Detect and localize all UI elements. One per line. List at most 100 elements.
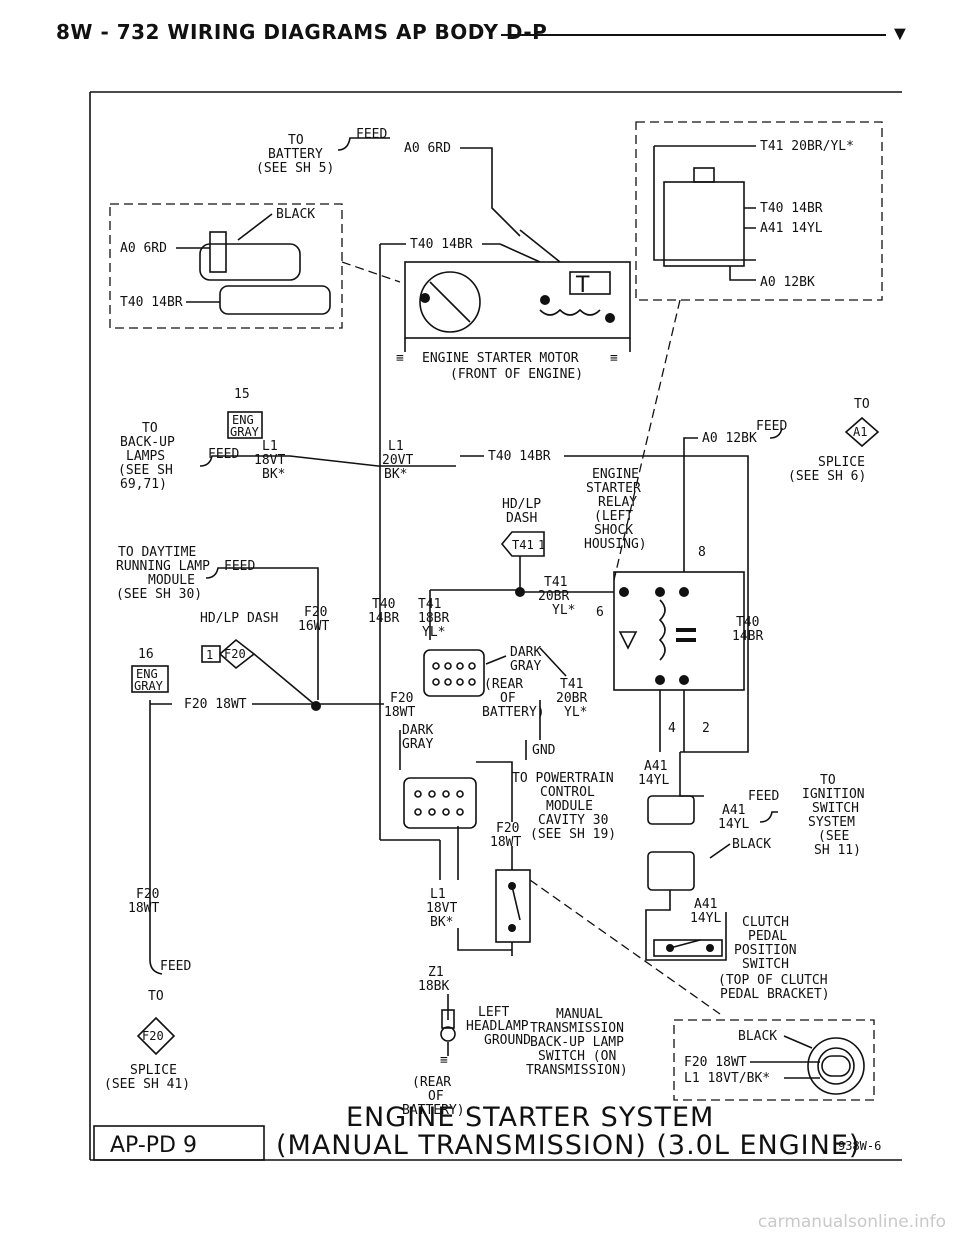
pcm-connector: DARK GRAY GND A41 14YL TO POWERTRAIN CON… [380,723,669,850]
label-n15: 15 [234,387,250,402]
label-ign-3: SWITCH [812,801,859,816]
label-hdlp-dash-1: HD/LP [502,497,541,512]
label-relay-6: HOUSING) [584,537,647,552]
svg-text:≡: ≡ [396,351,404,366]
label-hl-gnd-2: HEADLAMP [466,1019,529,1034]
label-f20-conn: F20 [224,647,246,661]
label-t41-20br-b1: T41 [560,677,583,692]
label-ign-5: (SEE [818,829,849,844]
label-eng-gray-b1: ENG [136,667,158,681]
label-splice-a1-2: (SEE SH 6) [788,469,866,484]
page-header: 8W - 732 WIRING DIAGRAMS AP BODY D-P ▼ [56,14,910,54]
header-rule [501,34,886,36]
label-motor-2: (FRONT OF ENGINE) [450,367,583,382]
splice-f20: FEED TO F20 SPLICE (SEE SH 41) [104,910,191,1092]
label-a41-14yl-2: 14YL [638,773,669,788]
label-t41-20br: T41 20BR/YL* [760,139,854,154]
label-a0-12bk-feed: A0 12BK [702,431,757,446]
label-t40-14br-r: T40 14BR [760,201,823,216]
label-a0-6rd-left: A0 6RD [120,241,167,256]
label-gnd: GND [532,743,556,758]
label-clutch-6: PEDAL BRACKET) [720,987,830,1002]
label-rear-bat-b1: (REAR [412,1075,451,1090]
label-n1-f20: 1 [206,648,213,662]
label-eng-gray-a2: GRAY [230,425,260,439]
label-f20-18wt-h: F20 18WT [184,697,247,712]
label-to-battery-3: (SEE SH 5) [256,161,334,176]
label-clutch-1: CLUTCH [742,915,789,930]
label-rear-bat-b2: OF [428,1089,444,1104]
label-f20-18wt-br: F20 18WT [684,1055,747,1070]
label-rear-bat-b3: BATTERY) [402,1103,465,1118]
label-clutch-5: (TOP OF CLUTCH [718,973,828,988]
label-rear-bat-3: BATTERY) [482,705,545,720]
label-to-splice-1: TO [854,397,870,412]
clutch-pedal-switch: A41 14YL CLUTCH PEDAL POSITION SWITCH (T… [529,879,830,1015]
label-pcm-3: MODULE [546,799,593,814]
label-relay-5: SHOCK [594,523,633,538]
label-clutch-4: SWITCH [742,957,789,972]
label-t41-20br-b3: YL* [564,705,587,720]
label-rear-bat-1: (REAR [484,677,523,692]
label-a41-cl-1: A41 [694,897,717,912]
label-t40-14br-v2: 14BR [368,611,399,626]
label-l1-20vt-1: L1 [388,439,404,454]
label-n6: 6 [596,605,604,620]
backup-lamps-feed: 15 ENG GRAY TO BACK-UP LAMPS (SEE SH 69,… [118,244,456,840]
left-headlamp-ground: ≡ LEFT HEADLAMP GROUND (REAR OF BATTERY) [402,1005,531,1118]
label-dark-gray-b2: GRAY [402,737,433,752]
label-hl-gnd-1: LEFT [478,1005,509,1020]
label-eng-gray-b2: GRAY [134,679,164,693]
label-relay-3: RELAY [598,495,637,510]
label-manual-4: SWITCH (ON [538,1049,616,1064]
label-n1-conn: 1 [538,538,545,552]
watermark: carmanualsonline.info [757,1212,946,1232]
label-relay-2: STARTER [586,481,641,496]
label-to-battery-1: TO [288,133,304,148]
relay-connector-box: T41 20BR/YL* T40 14BR A41 14YL A0 12BK [635,121,883,301]
label-pcm-2: CONTROL [540,785,595,800]
label-black-conn: BLACK [276,207,315,222]
hdlp-dash-connector: 16 ENG GRAY 1 F20 DARK GRAY (REAR OF BAT… [131,638,710,910]
label-ign-2: IGNITION [802,787,865,802]
label-to-battery-2: BATTERY [268,147,323,162]
label-f20-18wt-l2: 18WT [128,901,159,916]
label-f20-bl: F20 [142,1029,164,1043]
label-t40-14br-motor: T40 14BR [410,237,473,252]
label-a0-6rd-top: A0 6RD [404,141,451,156]
label-to-backup-2: BACK-UP [120,435,175,450]
label-feed-bl: FEED [160,959,191,974]
label-t40-14br-rr2: 14BR [732,629,763,644]
label-f20-18wt-m1: F20 [390,691,413,706]
label-f20-18wt-m2: 18WT [384,705,415,720]
label-drl-2: RUNNING LAMP [116,559,210,574]
manual-trans-backup-switch: MANUAL TRANSMISSION BACK-UP LAMP SWITCH … [526,1007,875,1101]
label-to-backup-4: (SEE SH [118,463,173,478]
label-a41-14yl-r: A41 14YL [760,221,823,236]
label-n2: 2 [702,721,710,736]
label-l1-20vt-3: BK* [384,467,407,482]
label-manual-3: BACK-UP LAMP [530,1035,624,1050]
label-t40-14br-mid: T40 14BR [488,449,551,464]
label-title-line2: (MANUAL TRANSMISSION) (3.0L ENGINE) [276,1130,860,1161]
label-l1-18vt-3: BK* [262,467,285,482]
label-t41-conn: T41 [512,538,534,552]
label-t41-18br-3: YL* [422,625,445,640]
label-z1-18bk-2: 18BK [418,979,449,994]
label-t40-14br-v1: T40 [372,597,395,612]
label-splice-a1-1: SPLICE [818,455,865,470]
label-n4: 4 [668,721,676,736]
label-hl-gnd-3: GROUND [484,1033,531,1048]
engine-starter-motor: T40 14BR T ≡ ENGINE STARTER MOTOR ≡ (FRO… [341,229,631,382]
svg-text:≡: ≡ [440,1053,448,1068]
label-dark-gray-1: DARK [510,645,541,660]
label-f20-16wt-2: 16WT [298,619,329,634]
label-hdlp-dash-2: DASH [506,511,537,526]
diagram-frame [89,91,902,1161]
label-eng-gray-a1: ENG [232,413,254,427]
label-f20-18wt-l1: F20 [136,887,159,902]
label-t41-20br-m1: T41 [544,575,567,590]
diagram-title: ENGINE STARTER SYSTEM (MANUAL TRANSMISSI… [110,1102,881,1161]
label-t40-14br-left: T40 14BR [120,295,183,310]
label-l1-18vt-1: L1 [262,439,278,454]
